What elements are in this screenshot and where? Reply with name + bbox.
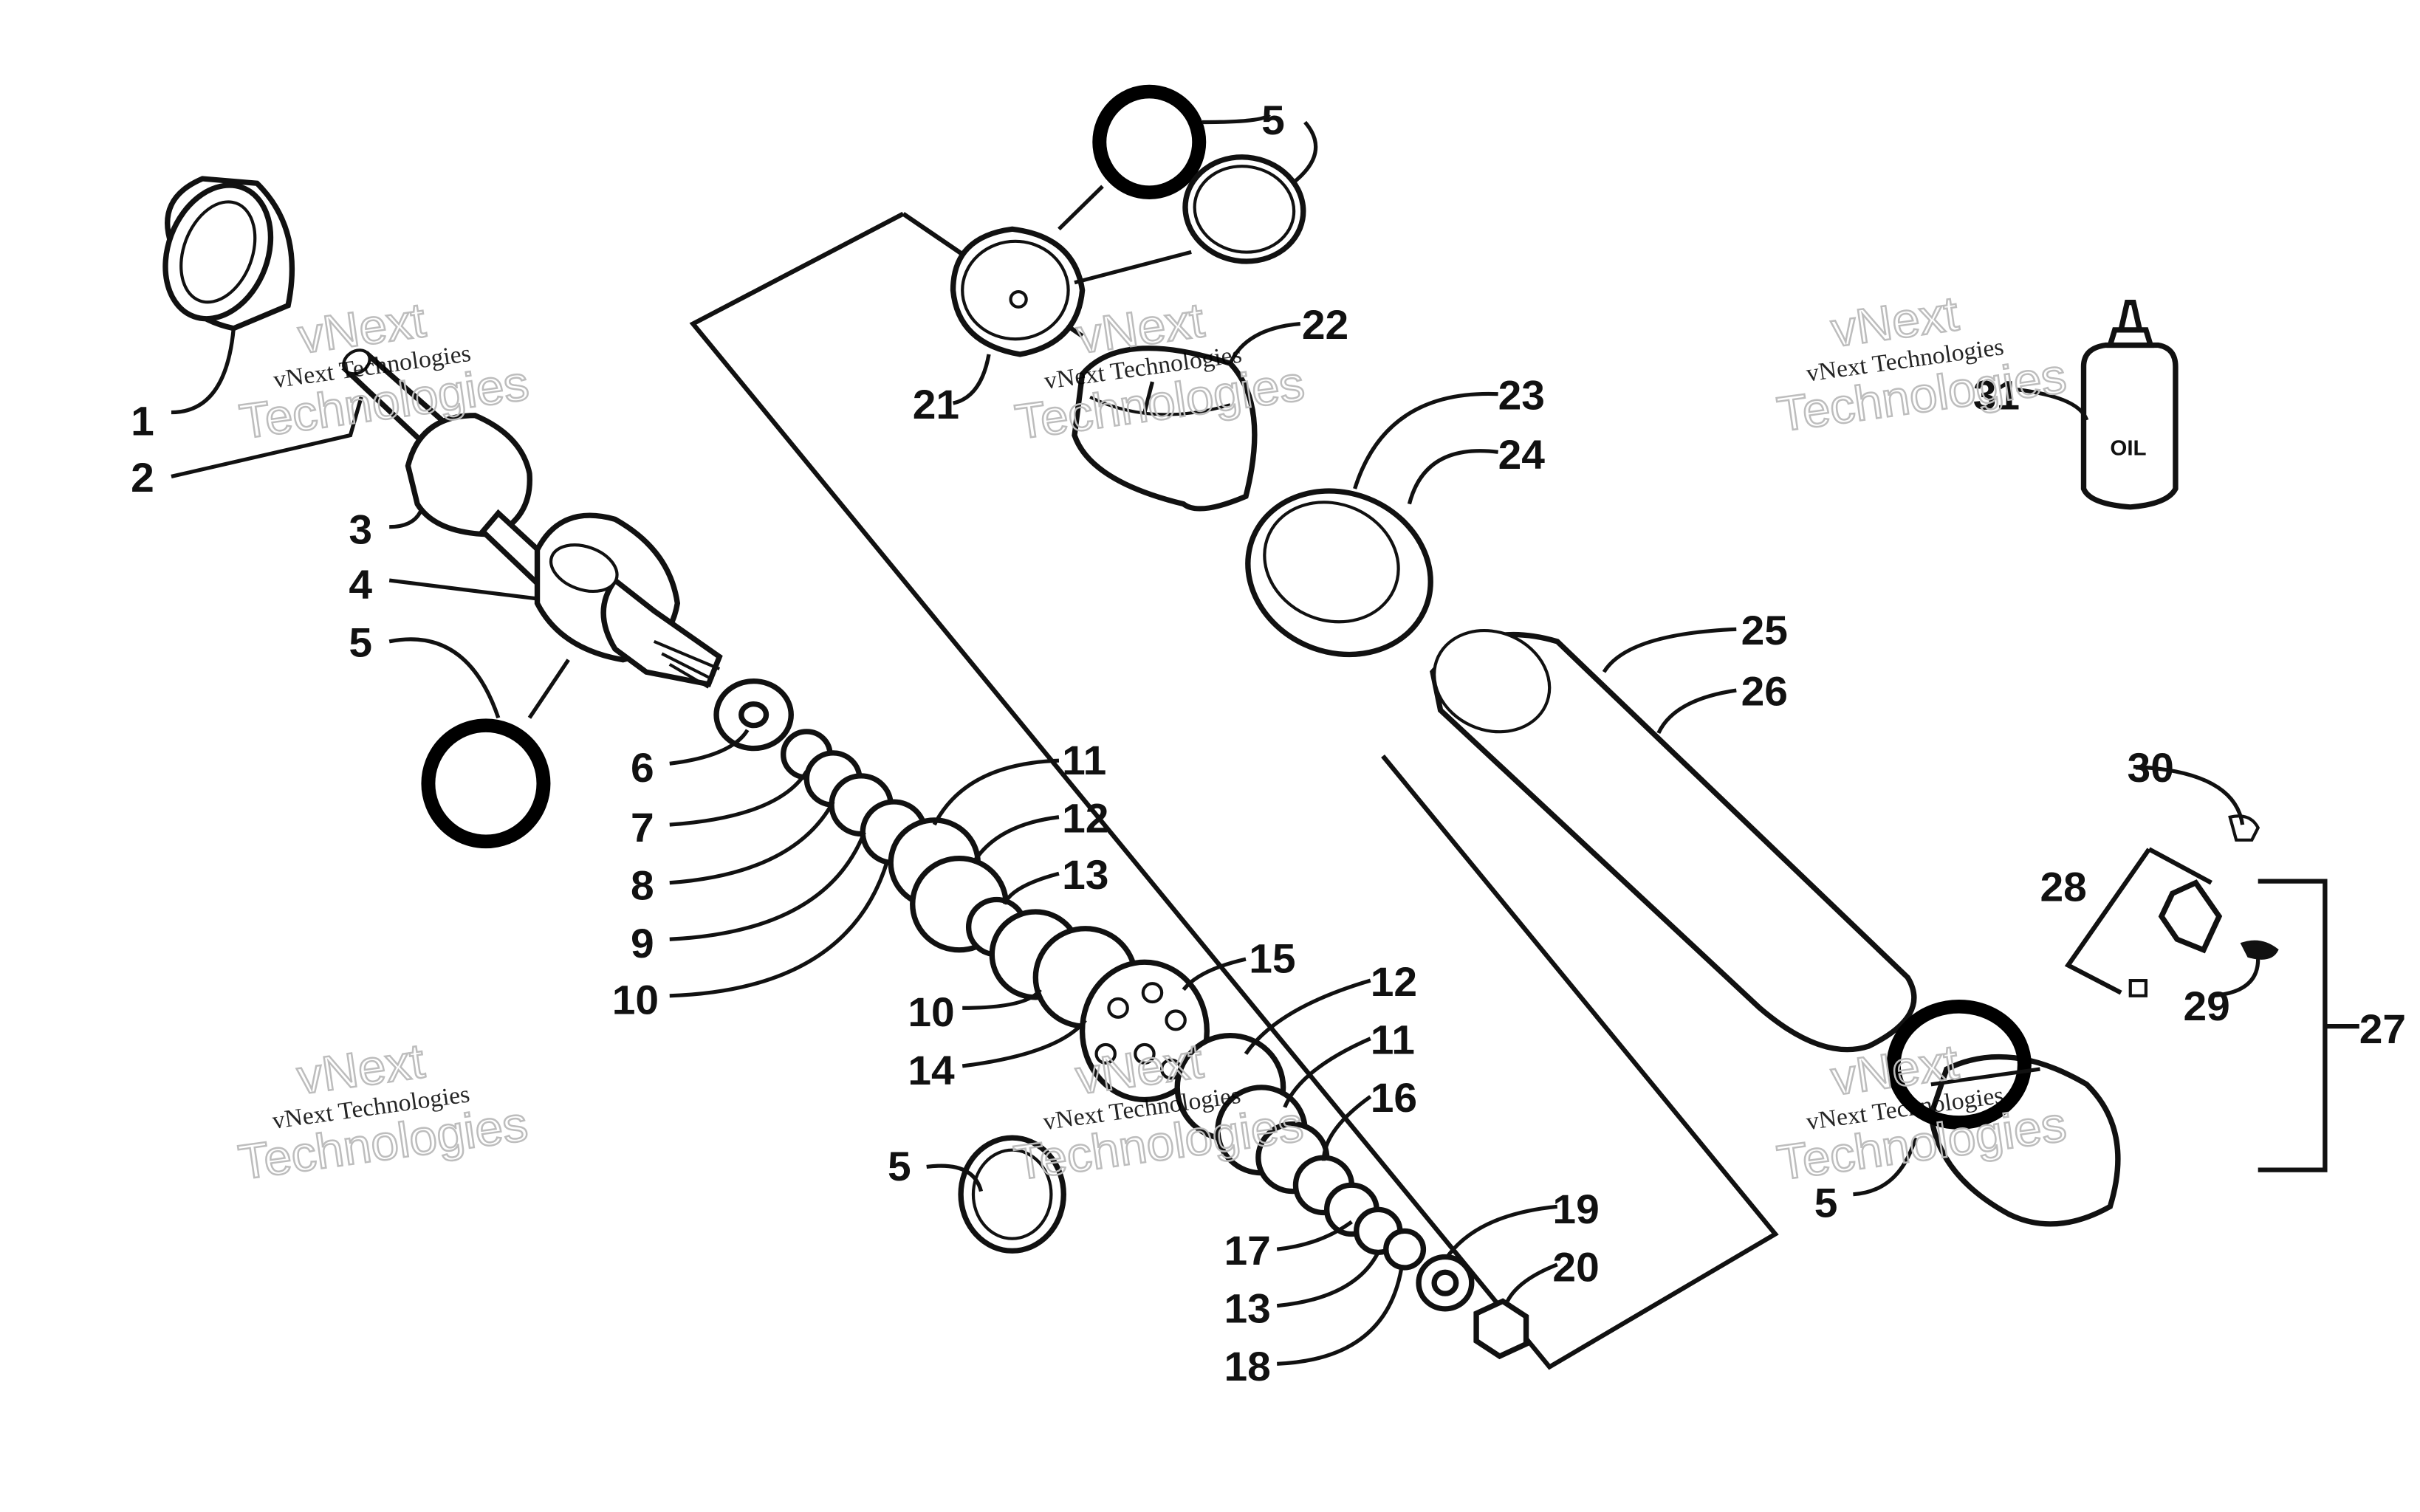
washer-stack-lower bbox=[1174, 1032, 1475, 1312]
callout-29: 29 bbox=[2183, 983, 2229, 1028]
callout-27: 27 bbox=[2359, 1006, 2406, 1051]
callout-5a: 5 bbox=[349, 619, 372, 665]
callout-6: 6 bbox=[631, 745, 654, 791]
callout-12b: 12 bbox=[1371, 958, 1417, 1004]
callout-12a: 12 bbox=[1062, 795, 1108, 841]
callout-17: 17 bbox=[1224, 1227, 1270, 1273]
part-reservoir-end bbox=[1928, 1054, 2121, 1227]
part-sleeve bbox=[1072, 346, 1258, 512]
callout-30: 30 bbox=[2128, 745, 2174, 791]
callout-10b: 10 bbox=[908, 989, 954, 1035]
callout-2: 2 bbox=[131, 455, 154, 501]
callout-16: 16 bbox=[1371, 1074, 1417, 1120]
callout-19: 19 bbox=[1552, 1186, 1599, 1232]
oil-bottle-label: OIL bbox=[2110, 437, 2146, 461]
callout-11b: 11 bbox=[1371, 1017, 1415, 1062]
part-nut bbox=[1473, 1298, 1529, 1360]
part-seal-head bbox=[534, 512, 723, 689]
callout-9: 9 bbox=[631, 921, 654, 966]
callout-28: 28 bbox=[2040, 864, 2086, 910]
part-oring-left bbox=[421, 718, 551, 849]
callout-10a: 10 bbox=[612, 977, 659, 1023]
callout-23: 23 bbox=[1498, 372, 1545, 418]
callout-4: 4 bbox=[349, 561, 372, 607]
callout-26: 26 bbox=[1741, 668, 1788, 714]
watermark-top-right: vNext vNext Technologies Technologies bbox=[1773, 285, 2071, 443]
part-valve bbox=[2128, 814, 2279, 997]
callout-31: 31 bbox=[1973, 372, 2020, 418]
callout-5d: 5 bbox=[1814, 1180, 1838, 1226]
part-oring-top bbox=[1092, 84, 1207, 199]
callout-5b: 5 bbox=[1261, 97, 1285, 143]
callout-20: 20 bbox=[1552, 1244, 1599, 1290]
leader-lines bbox=[171, 113, 2260, 1366]
callout-14: 14 bbox=[908, 1047, 955, 1093]
callout-24: 24 bbox=[1498, 432, 1546, 478]
callout-11a: 11 bbox=[1062, 737, 1106, 783]
part-piston bbox=[1079, 959, 1210, 1103]
part-oil-bottle: OIL bbox=[2080, 299, 2179, 510]
piston-kit-boundary bbox=[689, 211, 1779, 1370]
callout-labels: 1 2 3 4 5 5 5 5 6 7 8 9 10 10 11 11 12 1… bbox=[131, 97, 2406, 1389]
callout-15: 15 bbox=[1249, 935, 1295, 981]
callout-25: 25 bbox=[1741, 607, 1788, 653]
part-oring-right bbox=[1886, 999, 2032, 1130]
callout-7: 7 bbox=[631, 804, 654, 850]
callout-1: 1 bbox=[131, 398, 154, 444]
callout-18: 18 bbox=[1224, 1344, 1270, 1389]
bracket-27 bbox=[2258, 879, 2359, 1172]
part-shock-body bbox=[1430, 628, 1917, 1053]
part-bushing bbox=[162, 176, 295, 331]
callout-3: 3 bbox=[349, 506, 372, 552]
callout-13b: 13 bbox=[1224, 1285, 1270, 1331]
callout-8: 8 bbox=[631, 862, 654, 908]
callout-5c: 5 bbox=[888, 1144, 911, 1189]
callout-21: 21 bbox=[913, 381, 959, 427]
part-piston-band bbox=[958, 1135, 1066, 1254]
bracket-28 bbox=[2064, 847, 2212, 995]
part-wear-ring-top bbox=[1182, 154, 1306, 264]
callout-13a: 13 bbox=[1062, 851, 1108, 897]
callout-22: 22 bbox=[1302, 302, 1348, 348]
part-cap bbox=[950, 226, 1086, 357]
part-spring-adjuster bbox=[1245, 488, 1433, 658]
watermark-bottom-left: vNext vNext Technologies Technologies bbox=[234, 1032, 532, 1191]
